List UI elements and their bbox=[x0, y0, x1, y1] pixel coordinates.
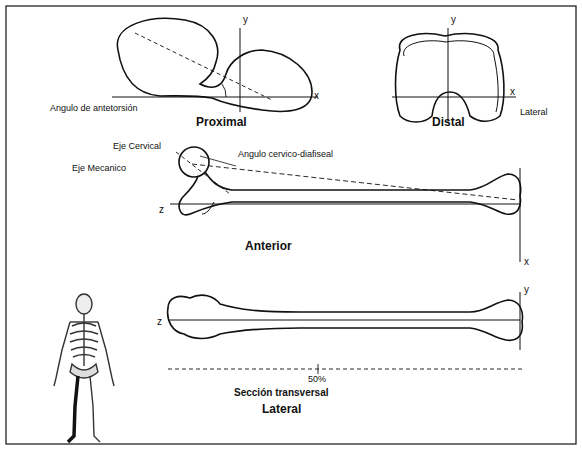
view-title: Proximal bbox=[196, 116, 247, 129]
side-label: Lateral bbox=[520, 108, 548, 118]
axis-label: x bbox=[510, 86, 515, 97]
view-title: Anterior bbox=[245, 240, 292, 253]
view-title: Lateral bbox=[262, 403, 301, 416]
axis-label: y bbox=[524, 284, 529, 295]
view-title: Distal bbox=[432, 116, 465, 129]
axis-label: Eje Cervical bbox=[113, 142, 161, 152]
axis-label: x bbox=[314, 90, 319, 101]
axis-label: z bbox=[159, 204, 164, 215]
angle-label: Angulo cervico-diafiseal bbox=[238, 150, 333, 160]
axis-label: y bbox=[451, 14, 456, 25]
percent-label: 50% bbox=[308, 375, 326, 385]
skeleton-figure bbox=[54, 294, 114, 442]
axis-label: z bbox=[157, 316, 162, 327]
axis-label: y bbox=[243, 14, 248, 25]
angle-label: Angulo de antetorsión bbox=[50, 104, 138, 114]
axis-label: x bbox=[524, 256, 529, 267]
axis-label: Eje Mecanico bbox=[72, 164, 126, 174]
section-label: Sección transversal bbox=[234, 387, 329, 398]
